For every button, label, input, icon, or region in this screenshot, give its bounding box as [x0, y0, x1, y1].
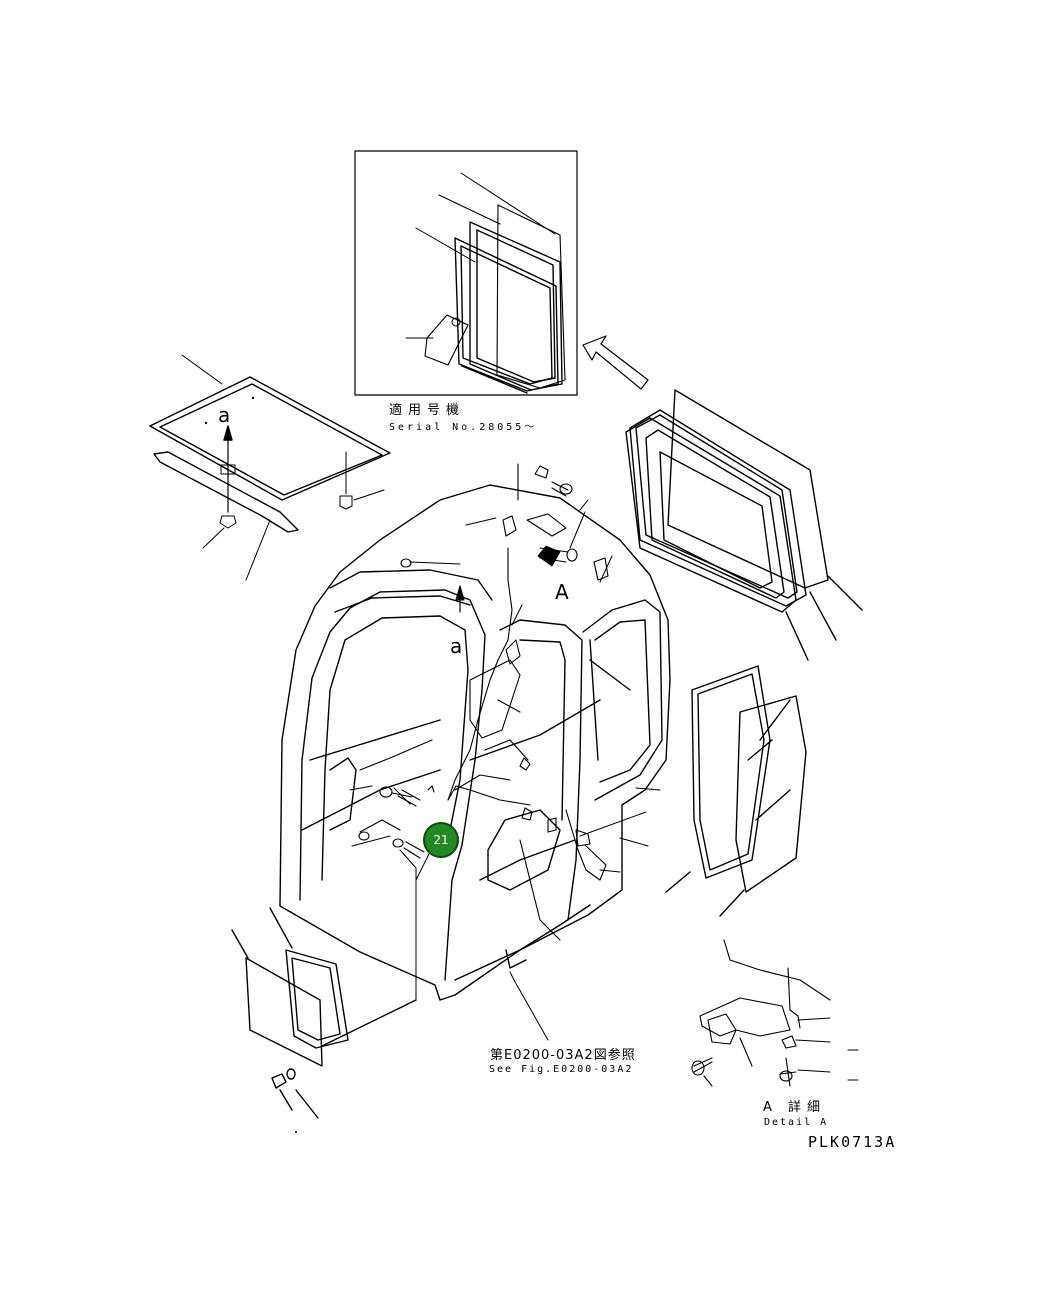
- inset-pointer-arrow: [582, 335, 649, 390]
- detail-a-label-jp: A 詳細: [763, 1100, 827, 1115]
- inset-serial-label-jp: 適用号機: [389, 403, 466, 418]
- detail-a-bracket: [691, 939, 859, 1087]
- leader-lines: [349, 511, 661, 1041]
- reference-label-jp: 第E0200-03A2図参照: [490, 1048, 636, 1063]
- interior-fittings: [358, 515, 607, 941]
- view-mark-a-roof: a: [218, 403, 231, 427]
- reference-label-en: See Fig.E0200-03A2: [489, 1064, 634, 1075]
- detail-a-label-en: Detail A: [764, 1117, 829, 1128]
- door-window-assembly: [665, 665, 807, 917]
- view-mark-A-detail: A: [555, 580, 569, 604]
- lower-plate-assembly: [231, 907, 417, 1119]
- view-mark-a-cab: a: [450, 634, 463, 658]
- roof-window-assembly: [149, 354, 391, 581]
- inset-window-seal-view: [354, 150, 578, 396]
- side-window-seal-assembly: [625, 389, 863, 661]
- upper-fasteners: [400, 463, 609, 613]
- inset-serial-label-en: Serial No.28055〜: [389, 422, 538, 433]
- part-callout-21[interactable]: 21: [423, 822, 459, 858]
- drawing-code: PLK0713A: [808, 1133, 897, 1151]
- cab-frame: [279, 484, 671, 1001]
